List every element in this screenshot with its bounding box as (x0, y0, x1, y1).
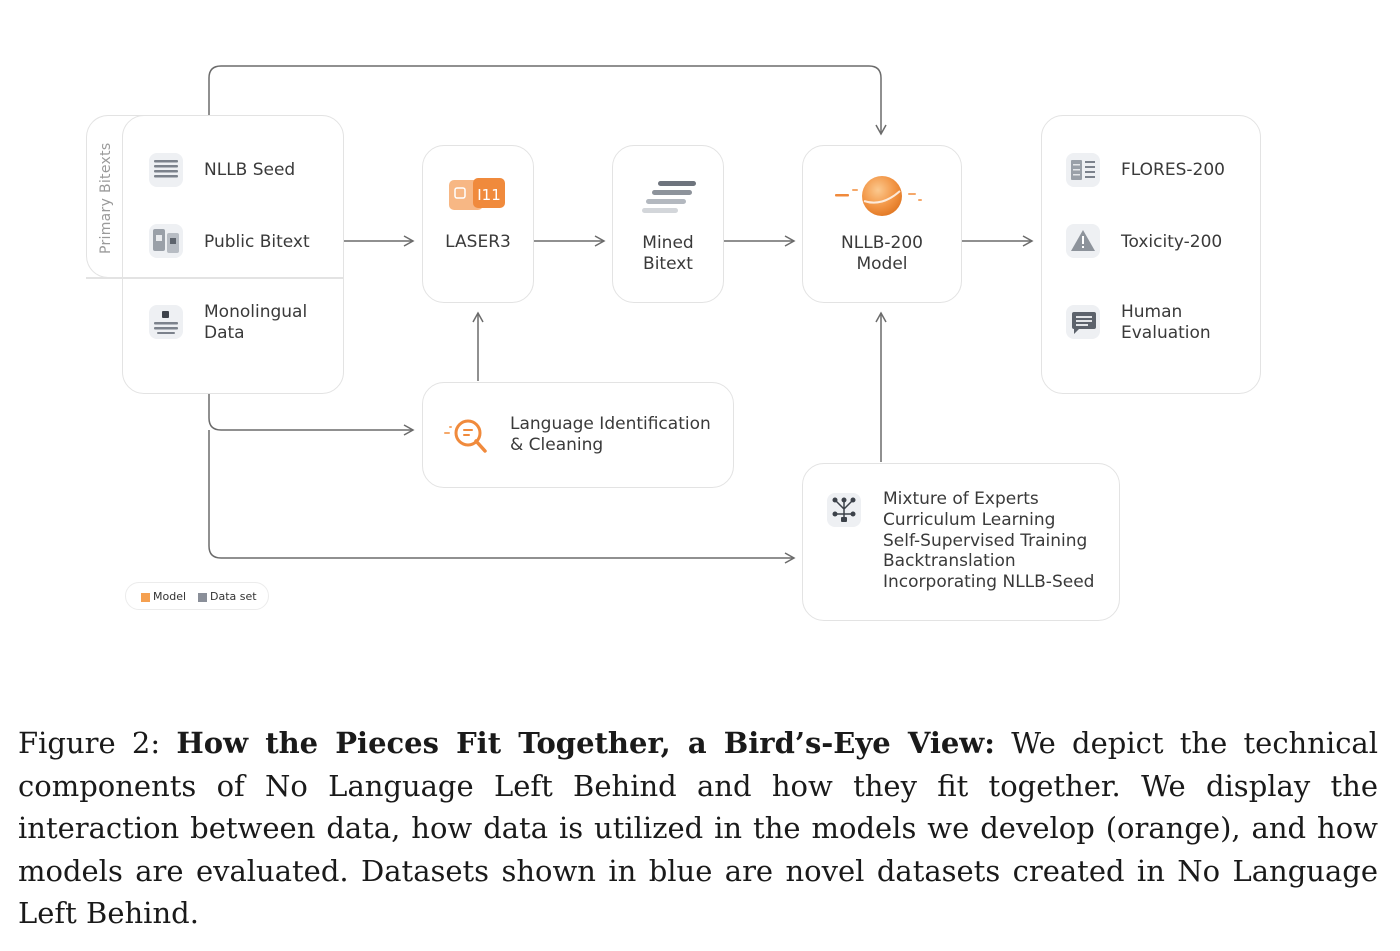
lid-label: Language Identification & Cleaning (510, 414, 711, 456)
training-item: Curriculum Learning (883, 509, 1056, 530)
training-box (802, 463, 1120, 621)
training-item: Self-Supervised Training (883, 530, 1088, 551)
bitexts-divider (86, 277, 344, 279)
connector-layer (208, 65, 1034, 564)
laser3-icon: I11 (449, 178, 505, 210)
mined-bitext-icon (642, 181, 696, 213)
nllb200-box (802, 145, 962, 303)
lid-box (422, 382, 734, 488)
lid-line-1: Language Identification (510, 414, 711, 434)
flores-200-label: FLORES-200 (1121, 160, 1225, 180)
magnifier-icon (444, 419, 487, 453)
figure-caption: Figure 2: How the Pieces Fit Together, a… (18, 722, 1378, 935)
monolingual-line-1: Monolingual (204, 302, 308, 322)
laser3-box (422, 145, 534, 303)
monolingual-line-2: Data (204, 323, 245, 343)
monolingual-data-label: Monolingual Data (204, 302, 307, 344)
mined-bitext-label: Mined Bitext (612, 233, 724, 275)
arrow-monolingual-to-training (208, 430, 796, 564)
human-eval-line-1: Human (1121, 302, 1183, 322)
nllb-seed-label: NLLB Seed (204, 160, 296, 180)
nllb200-line-2: Model (856, 254, 908, 274)
lid-line-2: & Cleaning (510, 435, 604, 455)
nllb200-label: NLLB-200 Model (802, 233, 962, 275)
legend-dataset-label: Data set (210, 590, 257, 603)
public-bitext-icon (149, 224, 183, 258)
human-eval-line-2: Evaluation (1121, 323, 1211, 343)
mined-bitext-box (612, 145, 724, 303)
caption-title: How the Pieces Fit Together, a Bird’s-Ey… (176, 726, 995, 760)
svg-text:I11: I11 (477, 186, 501, 204)
arrow-monolingual-to-lid (208, 394, 415, 436)
legend-dataset-swatch (198, 593, 207, 602)
legend-model-swatch (141, 593, 150, 602)
nllb-seed-icon (149, 153, 183, 187)
caption-prefix: Figure 2: (18, 726, 177, 760)
warning-icon (1066, 224, 1100, 258)
training-item: Mixture of Experts (883, 489, 1039, 509)
nllb200-planet-icon (835, 176, 922, 216)
training-list: Mixture of Experts Curriculum Learning S… (883, 489, 1094, 593)
network-icon (827, 493, 861, 527)
arrow-bitexts-to-nllb200 (208, 65, 887, 136)
monolingual-data-icon (149, 305, 183, 339)
training-item: Backtranslation (883, 551, 1016, 572)
mined-line-1: Mined (642, 233, 694, 253)
laser3-label: LASER3 (445, 232, 511, 252)
nllb200-line-1: NLLB-200 (841, 233, 923, 253)
caption-body: We depict the technical components of No… (18, 726, 1378, 930)
training-item: Incorporating NLLB-Seed (883, 572, 1095, 593)
toxicity-200-label: Toxicity-200 (1121, 232, 1223, 252)
primary-bitexts-label: Primary Bitexts (98, 142, 114, 254)
human-evaluation-label: Human Evaluation (1121, 302, 1211, 344)
public-bitext-label: Public Bitext (204, 232, 310, 252)
mined-line-2: Bitext (643, 254, 693, 274)
legend-model-label: Model (153, 590, 187, 603)
legend: Model Data set (125, 582, 269, 610)
chat-bubble-icon (1066, 305, 1100, 339)
flores-200-icon (1066, 153, 1100, 187)
